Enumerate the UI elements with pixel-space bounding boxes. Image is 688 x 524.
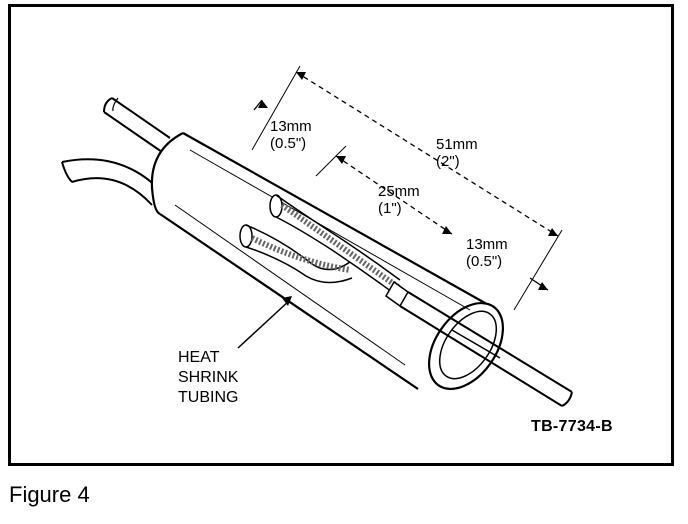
upper-wire bbox=[103, 97, 171, 153]
callout-line-3: TUBING bbox=[178, 389, 239, 406]
figure-code: TB-7734-B bbox=[531, 418, 613, 435]
dimension-label-left: 13mm (0.5") bbox=[270, 118, 312, 152]
dimension-label-right: 13mm (0.5") bbox=[466, 236, 508, 270]
callout-leader bbox=[237, 296, 292, 349]
exit-wire bbox=[399, 291, 573, 407]
dimension-overall-imperial: (2") bbox=[436, 153, 460, 170]
dimension-middle-line bbox=[315, 145, 453, 235]
figure-frame bbox=[8, 4, 674, 466]
dimension-right-metric: 13mm bbox=[466, 236, 508, 253]
callout-line-2: SHRINK bbox=[178, 369, 239, 386]
dimension-label-middle: 25mm (1") bbox=[378, 183, 420, 217]
dimension-middle-imperial: (1") bbox=[378, 200, 402, 217]
figure-caption: Figure 4 bbox=[9, 482, 90, 507]
heat-shrink-tubing-label: HEAT SHRINK TUBING bbox=[178, 348, 238, 408]
dimension-middle-metric: 25mm bbox=[378, 183, 420, 200]
dimension-label-overall: 51mm (2") bbox=[436, 136, 478, 170]
splice-conductors bbox=[239, 194, 409, 308]
callout-line-1: HEAT bbox=[178, 349, 220, 366]
tube-open-end bbox=[427, 301, 505, 391]
dimension-left-metric: 13mm bbox=[270, 118, 312, 135]
lower-wire bbox=[61, 158, 161, 206]
dimension-overall-line bbox=[251, 65, 563, 311]
dimension-right-imperial: (0.5") bbox=[466, 253, 503, 270]
dimension-left-line bbox=[253, 99, 268, 111]
dimension-right-line bbox=[529, 277, 549, 291]
dimension-overall-metric: 51mm bbox=[436, 136, 478, 153]
dimension-left-imperial: (0.5") bbox=[270, 135, 307, 152]
heat-shrink-tube bbox=[150, 132, 486, 390]
